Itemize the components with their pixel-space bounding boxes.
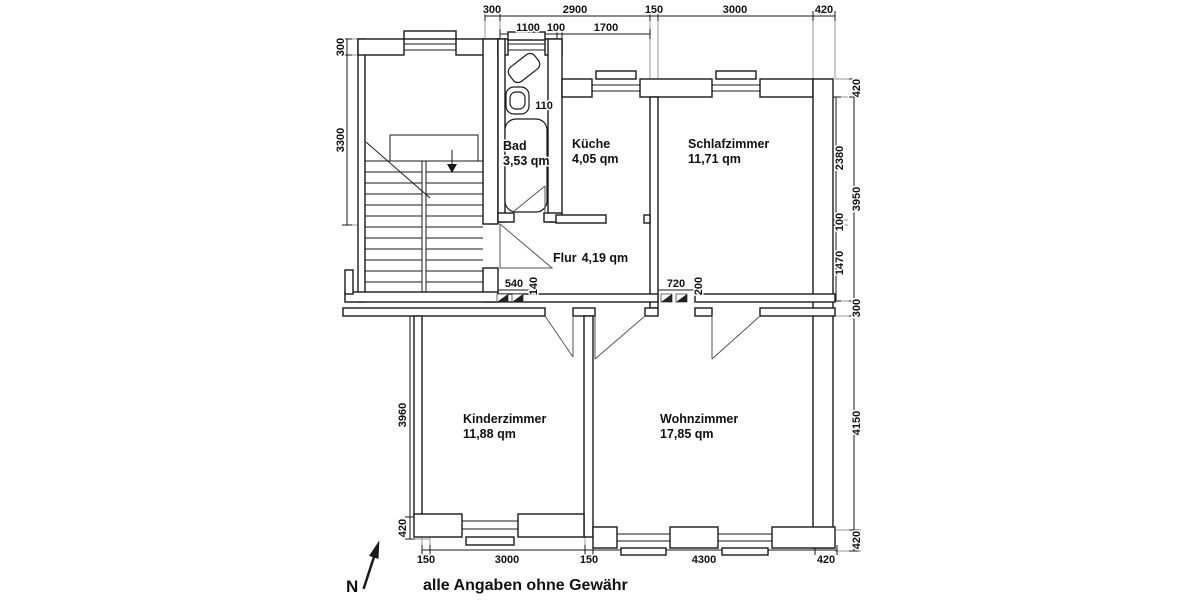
window-kueche (592, 70, 640, 92)
dim-label: 3000 (723, 4, 747, 16)
stair-direction-arrow-icon (447, 150, 457, 173)
dim-label: 150 (580, 554, 598, 566)
room-label-wohnzimmer: Wohnzimmer (660, 412, 738, 426)
dim-label: 420 (397, 519, 409, 537)
room-label-schlafzimmer: Schlafzimmer (688, 137, 769, 151)
stair-break-line (365, 141, 431, 199)
window-staircase (403, 30, 457, 51)
dim-label: 150 (417, 554, 435, 566)
dim-label: 300 (483, 4, 501, 16)
dim-label: 200 (693, 277, 705, 295)
dim-label: 1100 (516, 22, 540, 34)
room-label-kueche: Küche (572, 137, 610, 151)
dim-label: 100 (547, 22, 565, 34)
room-label-kinderzimmer: Kinderzimmer (463, 412, 546, 426)
dimension-labels: 300 2900 150 3000 420 1100 100 1700 300 … (334, 3, 865, 568)
dim-label: 110 (535, 100, 553, 112)
walls (342, 38, 836, 549)
bathtub-icon (504, 118, 548, 213)
room-labels: Bad 3,53 qm Küche 4,05 qm Schlafzimmer 1… (462, 136, 771, 443)
dim-label: 540 (505, 278, 523, 290)
north-arrow-icon: N (345, 540, 380, 598)
room-area-bad: 3,53 qm (503, 154, 550, 168)
dim-label: 3950 (851, 187, 863, 211)
dim-label: 300 (851, 299, 863, 317)
dim-label: 3300 (335, 128, 347, 152)
disclaimer-text: alle Angaben ohne Gewähr (423, 577, 628, 594)
stair-treads (365, 160, 483, 283)
window-wohnzimmer-left (617, 533, 670, 556)
room-area-kueche: 4,05 qm (572, 152, 619, 166)
wohnzimmer-door-swing-right (711, 315, 761, 360)
dim-label: 4150 (851, 411, 863, 435)
dim-label: 300 (335, 38, 347, 56)
dim-label: 4300 (692, 554, 716, 566)
bad-door-swing (512, 185, 546, 213)
entry-door-swing (499, 222, 554, 269)
window-bad (507, 31, 546, 51)
bathroom-fixtures (504, 52, 548, 213)
sink-icon (507, 52, 541, 84)
window-schlafzimmer (712, 70, 760, 92)
doors (496, 185, 761, 360)
dim-label: 3960 (397, 403, 409, 427)
dim-label: 420 (817, 554, 835, 566)
room-area-kinderzimmer: 11,88 qm (463, 427, 516, 441)
wohnzimmer-door-swing-left (594, 315, 646, 360)
dim-label: 3000 (495, 554, 519, 566)
north-label: N (346, 577, 358, 596)
dim-label: 140 (528, 277, 540, 295)
dim-label: 2900 (563, 4, 587, 16)
dim-label: 2380 (834, 146, 846, 170)
dim-label: 420 (851, 531, 863, 549)
room-area-wohnzimmer: 17,85 qm (660, 427, 714, 441)
toilet-icon (505, 86, 530, 115)
window-wohnzimmer-right (718, 533, 772, 556)
staircase (365, 134, 483, 292)
door-hatch-marks (496, 293, 688, 303)
dim-label: 1470 (834, 251, 846, 275)
room-label-bad: Bad (503, 139, 527, 153)
windows (403, 30, 772, 556)
window-kinderzimmer (462, 520, 518, 546)
dim-label: 150 (645, 4, 663, 16)
room-area-schlafzimmer: 11,71 qm (688, 152, 741, 166)
dim-label: 1700 (594, 22, 618, 34)
dim-label: 420 (815, 4, 833, 16)
dim-label: 720 (667, 278, 685, 290)
dim-label: 420 (851, 79, 863, 97)
kinderzimmer-door-swing (544, 315, 574, 358)
dim-label: 100 (834, 213, 846, 231)
